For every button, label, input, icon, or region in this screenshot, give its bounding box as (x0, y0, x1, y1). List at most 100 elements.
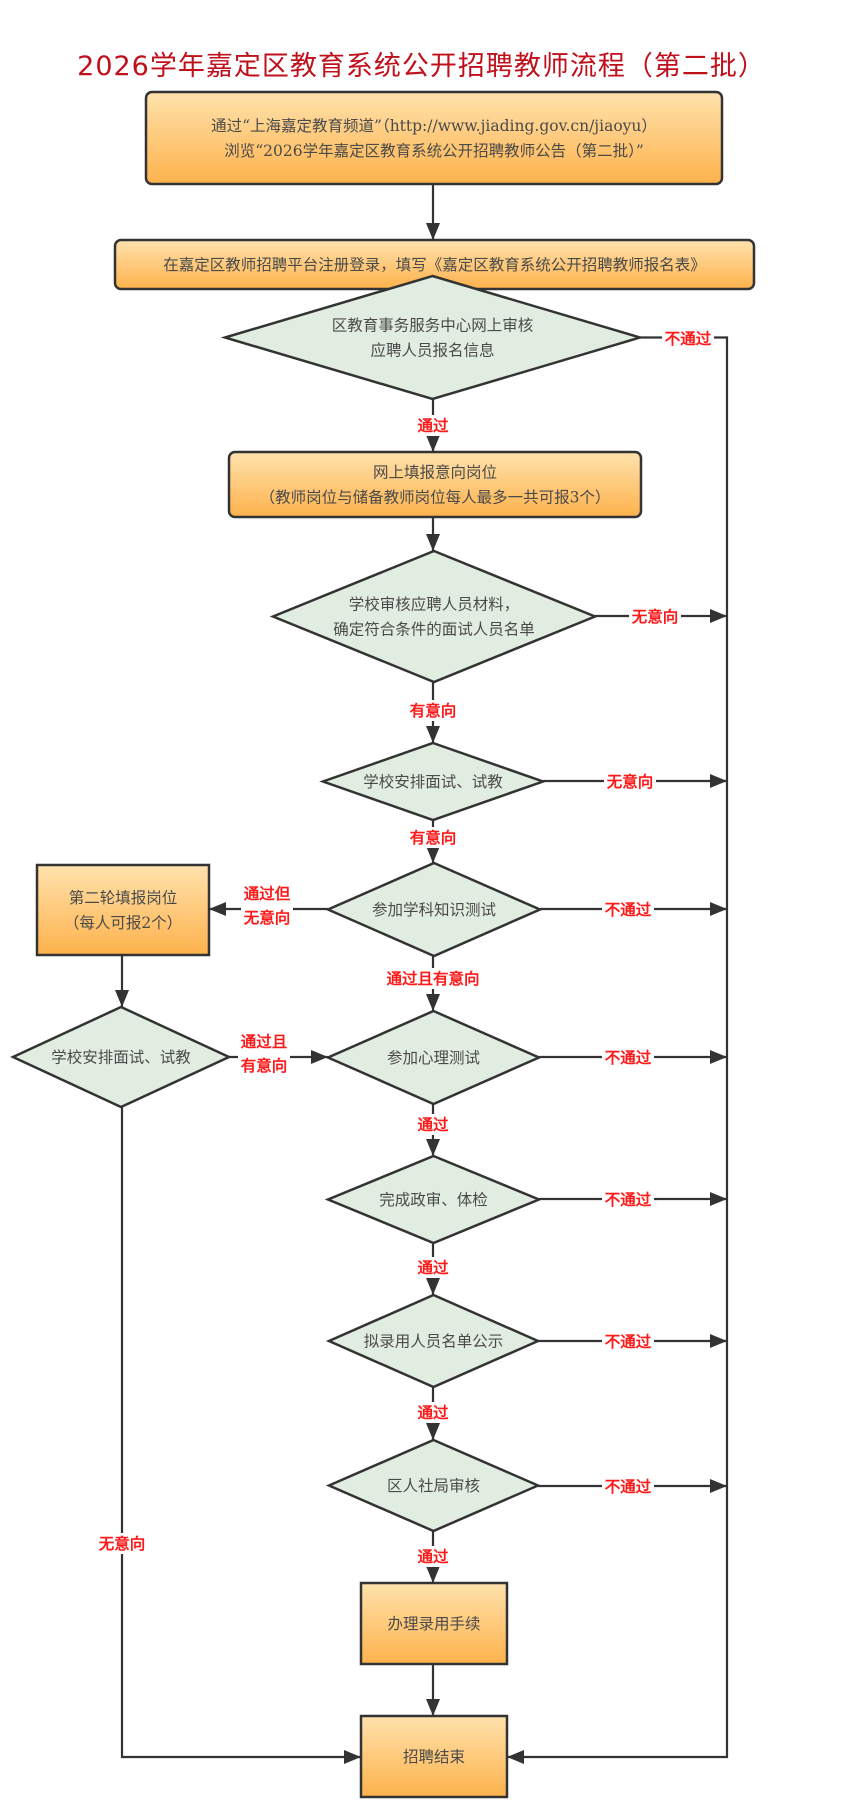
arrowhead-icon (426, 1278, 440, 1295)
background-check-decision: 完成政审、体检 (324, 1154, 543, 1245)
node-label: 第二轮填报岗位 (69, 889, 178, 907)
fill-positions-box: 网上填报意向岗位（教师岗位与储备教师岗位每人最多一共可报3个） (227, 450, 643, 519)
node-label: 学校安排面试、试教 (51, 1049, 191, 1067)
node-label: 参加学科知识测试 (372, 901, 496, 919)
psych-test-decision: 参加心理测试 (324, 1009, 543, 1106)
label-subject-pass-no-intent: 无意向 (243, 908, 291, 927)
arrowhead-icon (426, 223, 440, 240)
arrowhead-icon (710, 774, 727, 788)
arrowhead-icon (426, 1139, 440, 1156)
second-round-box: 第二轮填报岗位 （每人可报2个） (35, 863, 211, 957)
node-label: 招聘结束 (403, 1748, 465, 1766)
label-background (241, 883, 293, 904)
decision-diamond-shape (324, 861, 544, 958)
label-psych-test-pass: 通过 (417, 1115, 449, 1134)
label-second-interview-pass: 有意向 (241, 1056, 288, 1075)
process-box-shape (227, 450, 643, 519)
label-background (415, 1402, 451, 1423)
label-background (602, 1189, 654, 1210)
register-form-box: 在嘉定区教师招聘平台注册登录，填写《嘉定区教育系统公开招聘教师报名表》 (113, 238, 756, 291)
arrowhead-icon (710, 1479, 727, 1493)
label-subject-test-fail: 不通过 (605, 900, 652, 919)
arrowhead-icon (426, 726, 440, 743)
label-background (383, 968, 483, 989)
decision-diamond-shape (325, 1438, 542, 1533)
arrowhead-icon (710, 1334, 727, 1348)
school-review-decision: 学校审核应聘人员材料， 确定符合条件的面试人员名单 (269, 549, 599, 684)
node-label: 确定符合条件的面试人员名单 (333, 621, 535, 639)
label-background (407, 827, 459, 848)
arrowhead-icon (710, 609, 727, 623)
label-background (415, 415, 451, 436)
label-hr-review-fail: 不通过 (605, 1477, 652, 1496)
node-label: 学校安排面试、试教 (363, 773, 503, 791)
hr-review-decision: 区人社局审核 (325, 1438, 542, 1533)
label-background (238, 1055, 290, 1076)
label-background (602, 1476, 654, 1497)
arrowhead-icon (507, 1750, 524, 1764)
process-box-shape (359, 1714, 509, 1799)
connector-line (120, 1107, 361, 1759)
label-second-interview-no-intent: 无意向 (98, 1534, 146, 1553)
node-label: （每人可报2个） (64, 914, 182, 932)
label-background (415, 1257, 451, 1278)
label-background (415, 1546, 451, 1567)
label-interview-no-intent: 无意向 (606, 772, 654, 791)
label-background (604, 771, 656, 792)
label-hr-review-pass: 通过 (417, 1547, 449, 1566)
node-label: 应聘人员报名信息 (370, 341, 494, 360)
arrowhead-icon (344, 1750, 361, 1764)
label-background (241, 907, 293, 928)
arrowhead-icon (426, 1699, 440, 1716)
label-background (662, 328, 714, 349)
onboarding-box: 办理录用手续 (359, 1581, 509, 1666)
label-school-review-intent: 有意向 (410, 701, 457, 720)
arrowhead-icon (115, 990, 129, 1007)
label-interview-intent: 有意向 (410, 828, 457, 847)
process-box-shape (35, 863, 211, 957)
node-label: 通过“上海嘉定教育频道”（http://www.jiading.gov.cn/j… (211, 117, 657, 135)
label-background-pass: 通过 (417, 1258, 449, 1277)
node-label: 办理录用手续 (387, 1615, 480, 1633)
end-box: 招聘结束 (359, 1714, 509, 1799)
interview-decision: 学校安排面试、试教 (319, 741, 547, 822)
arrowhead-icon (426, 534, 440, 551)
process-box-shape (359, 1581, 509, 1666)
decision-diamond-shape (325, 1293, 542, 1389)
decision-diamond-shape (319, 741, 547, 822)
arrowhead-icon (426, 435, 440, 452)
label-background (96, 1533, 148, 1554)
node-label: 在嘉定区教师招聘平台注册登录，填写《嘉定区教育系统公开招聘教师报名表》 (163, 256, 706, 274)
decision-diamond-shape (324, 1154, 543, 1245)
label-background (602, 1331, 654, 1352)
label-publicity-fail: 不通过 (605, 1332, 652, 1351)
node-label: 拟录用人员名单公示 (364, 1333, 504, 1351)
node-label: 浏览“2026学年嘉定区教育系统公开招聘教师公告（第二批）” (224, 142, 644, 160)
node-label: 参加心理测试 (387, 1049, 480, 1067)
subject-test-decision: 参加学科知识测试 (324, 861, 544, 958)
node-label: 区教育事务服务中心网上审核 (332, 317, 534, 335)
arrowhead-icon (426, 846, 440, 863)
node-label: 学校审核应聘人员材料， (349, 595, 520, 614)
label-background (629, 606, 681, 627)
label-subject-pass-intent: 通过且有意向 (386, 969, 479, 988)
page-title: 2026学年嘉定区教育系统公开招聘教师流程（第二批） (77, 51, 766, 82)
label-publicity-pass: 通过 (417, 1403, 449, 1422)
label-background-fail: 不通过 (605, 1190, 652, 1209)
arrowhead-icon (710, 1050, 727, 1064)
label-school-review-no-intent: 无意向 (631, 607, 679, 626)
label-online-review-fail: 不通过 (665, 329, 712, 348)
label-second-interview-pass: 通过且 (241, 1032, 288, 1051)
arrowhead-icon (311, 1050, 328, 1064)
publicity-decision: 拟录用人员名单公示 (325, 1293, 542, 1389)
decision-diamond-shape (220, 274, 645, 401)
arrowhead-icon (426, 1423, 440, 1440)
arrowhead-icon (710, 902, 727, 916)
label-online-review-pass: 通过 (417, 416, 449, 435)
decision-diamond-shape (10, 1005, 232, 1109)
decision-diamond-shape (324, 1009, 543, 1106)
node-label: （教师岗位与储备教师岗位每人最多一共可报3个） (260, 489, 611, 507)
decision-diamond-shape (269, 549, 599, 684)
